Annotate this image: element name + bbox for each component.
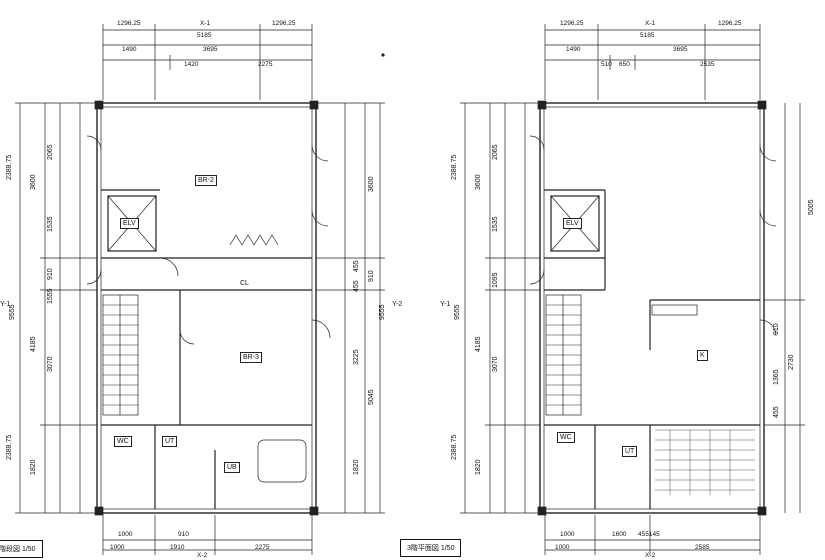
grid-x1-label: X-1 — [200, 20, 211, 27]
dim-left-2: 2065 — [47, 144, 54, 160]
dim-bottom-row1-b: 910 — [178, 531, 189, 538]
room-label-k: K — [697, 350, 708, 361]
dim-right-6: 5045 — [368, 389, 375, 405]
dim-left-10: 1820 — [30, 459, 37, 475]
dim-row3-a: 1420 — [184, 61, 199, 68]
dim-right-0: 3600 — [368, 176, 375, 192]
dim-left-2: 2065 — [492, 144, 499, 160]
dim-row2-b: 3695 — [673, 46, 688, 53]
grid-y1-label: Y-1 — [440, 301, 451, 308]
dim-row2-a: 1490 — [122, 46, 137, 53]
dim-bottom-row1-a: 1000 — [560, 531, 575, 538]
dim-row3-b: 650 — [619, 61, 630, 68]
dim-bottom-row2-b: 2585 — [695, 544, 710, 551]
dim-bottom-row2-c: 2275 — [255, 544, 270, 551]
dim-row3-b: 2275 — [258, 61, 273, 68]
room-label-wc: WC — [114, 436, 132, 447]
drawing-title-right: 3階平面図 1/50 — [400, 539, 462, 557]
grid-y2-label: Y-2 — [392, 301, 403, 308]
dim-top-right: 1296.25 — [718, 20, 742, 27]
room-label-br3: BR-3 — [240, 352, 262, 363]
grid-y1-label: Y-1 — [0, 301, 11, 308]
dim-bottom-row2-b: 1910 — [170, 544, 185, 551]
room-label-ub: UB — [224, 462, 240, 473]
dim-row3-a: 510 — [601, 61, 612, 68]
dim-right-2: 910 — [368, 270, 375, 282]
dim-right-7: 1820 — [353, 459, 360, 475]
dim-right-1: 455 — [353, 260, 360, 272]
dim-left-9: 2388.75 — [6, 434, 13, 460]
grid-x2-label: X-2 — [197, 552, 208, 559]
grid-x1-label: X-1 — [645, 20, 656, 27]
room-label-elv: ELV — [563, 218, 582, 229]
dim-left-0: 2388.75 — [451, 154, 458, 180]
dim-top-right: 1296.25 — [272, 20, 296, 27]
dim-total-width: 5185 — [640, 32, 655, 39]
dim-total-width: 5185 — [197, 32, 212, 39]
dim-right-3: 455 — [353, 280, 360, 292]
dim-bottom-row1-a: 1000 — [118, 531, 133, 538]
dim-row2-b: 3695 — [203, 46, 218, 53]
dim-left-4: 910 — [47, 268, 54, 280]
dim-left-6: 1555 — [47, 288, 54, 304]
room-label-br2: BR-2 — [195, 175, 217, 186]
dim-right-1: 910 — [773, 323, 780, 335]
dim-left-6: 4185 — [475, 336, 482, 352]
dim-right-3: 1365 — [773, 369, 780, 385]
dim-left-9: 1820 — [475, 459, 482, 475]
dim-left-3: 1535 — [492, 216, 499, 232]
drawing-title-left: 階段図 1/50 — [0, 540, 43, 558]
dim-bottom-row2-a: 1000 — [555, 544, 570, 551]
dim-top-left: 1296.25 — [560, 20, 584, 27]
dim-left-4: 1095 — [492, 272, 499, 288]
room-label-cl: CL — [240, 280, 249, 287]
dim-bottom-row1-c: 455145 — [638, 531, 660, 538]
dim-right-2: 2730 — [788, 354, 795, 370]
dim-row3-c: 2535 — [700, 61, 715, 68]
dim-right-4: 455 — [773, 406, 780, 418]
dim-left-1: 3600 — [475, 174, 482, 190]
dim-right-0: 5005 — [808, 199, 815, 215]
room-label-elv: ELV — [120, 218, 139, 229]
dim-right-4: 9555 — [379, 304, 386, 320]
dim-left-7: 4185 — [30, 336, 37, 352]
room-label-wc: WC — [557, 432, 575, 443]
dim-left-5: 9555 — [454, 304, 461, 320]
dim-left-8: 2388.75 — [451, 434, 458, 460]
room-label-ut: UT — [622, 446, 638, 457]
dim-left-3: 1535 — [47, 216, 54, 232]
room-label-ut: UT — [162, 436, 178, 447]
dim-bottom-row1-b: 1600 — [612, 531, 627, 538]
dim-top-left: 1296.25 — [117, 20, 141, 27]
dim-left-8: 3070 — [47, 356, 54, 372]
dim-row2-a: 1490 — [566, 46, 581, 53]
dim-left-0: 2388.75 — [6, 154, 13, 180]
grid-x2-label: X-2 — [645, 552, 656, 559]
dim-bottom-row2-a: 1000 — [110, 544, 125, 551]
dim-right-5: 3225 — [353, 349, 360, 365]
dim-left-1: 3600 — [30, 174, 37, 190]
dim-left-7: 3070 — [492, 356, 499, 372]
